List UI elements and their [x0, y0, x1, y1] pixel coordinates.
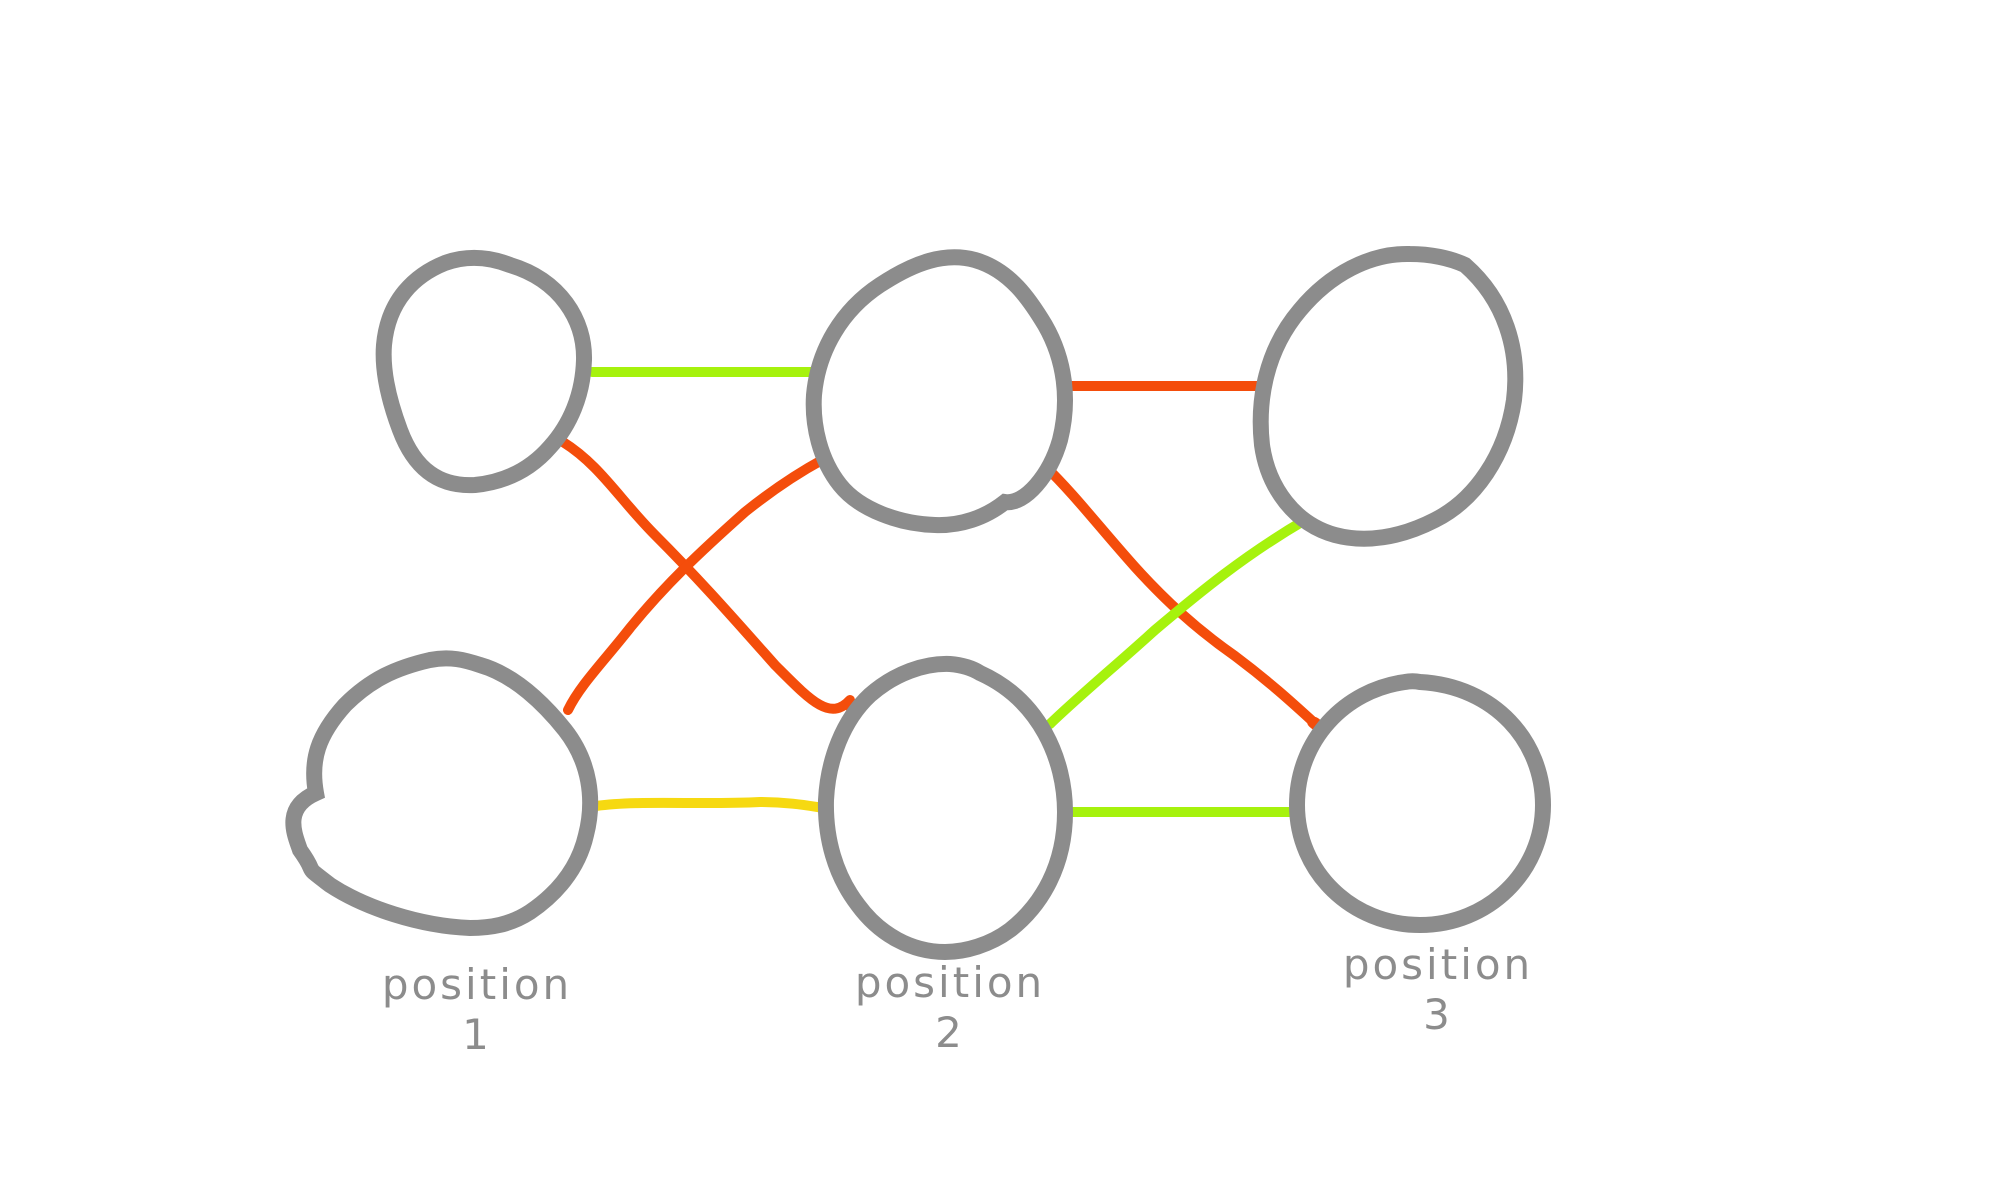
column-label-number: 3 [1423, 990, 1453, 1039]
column-label-word: position [854, 958, 1046, 1007]
column-label-number: 1 [462, 1010, 492, 1059]
node-position-1-top [375, 249, 593, 494]
column-label-word: position [381, 960, 573, 1009]
edges-layer [558, 367, 1325, 817]
node-position-3-top [1252, 245, 1524, 547]
nodes-layer [285, 245, 1552, 961]
node-position-2-top [805, 249, 1073, 534]
column-label-number: 2 [935, 1008, 965, 1057]
column-label-position-2: position 2 [820, 958, 1080, 1058]
node-position-3-bottom [1288, 673, 1552, 934]
node-position-1-bottom [285, 650, 599, 937]
edge-p1-bottom-to-p2-top [563, 455, 827, 715]
edge-p1-bottom-to-p2-bottom [591, 797, 829, 813]
node-position-2-bottom [817, 655, 1074, 961]
column-label-position-1: position 1 [347, 960, 607, 1060]
column-label-position-3: position 3 [1308, 940, 1568, 1040]
edge-p1-top-to-p2-bottom [558, 437, 857, 721]
column-label-word: position [1342, 940, 1534, 989]
edge-p2-bottom-to-p3-top [1045, 515, 1310, 729]
